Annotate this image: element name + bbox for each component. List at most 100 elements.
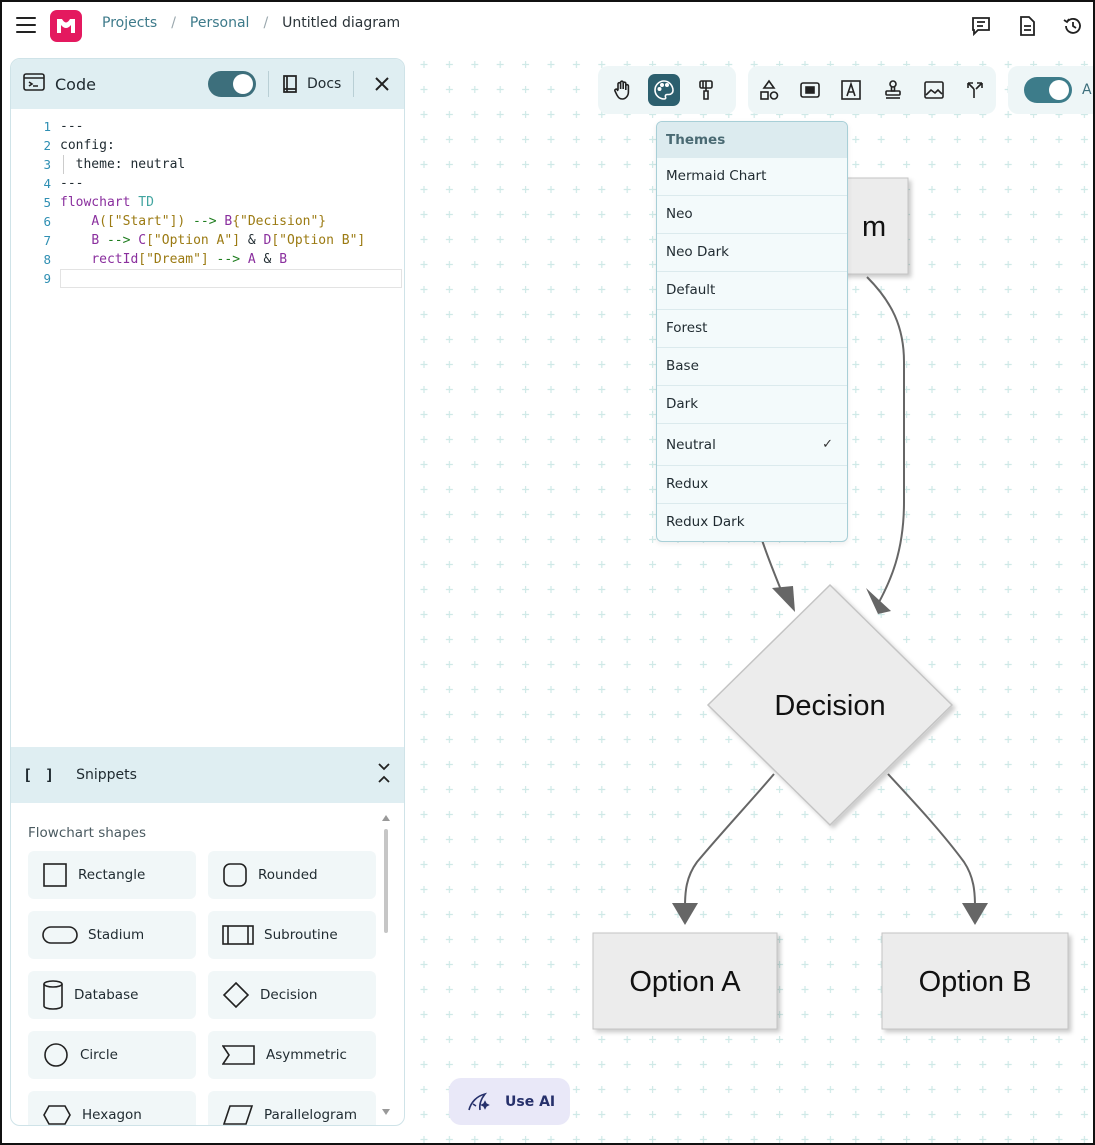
snippet-decision[interactable]: Decision [208, 971, 376, 1019]
hamburger-menu-icon[interactable] [16, 17, 36, 33]
snippet-asymmetric[interactable]: Asymmetric [208, 1031, 376, 1079]
rectangle-icon [43, 863, 67, 887]
dream-node-partial-label: m [862, 211, 886, 243]
code-line: 4--- [43, 176, 84, 191]
use-ai-button[interactable]: Use AI [449, 1078, 570, 1125]
decision-node[interactable] [706, 583, 954, 827]
connector-arrows-icon[interactable] [963, 74, 988, 106]
diagram-title[interactable]: Untitled diagram [282, 15, 401, 31]
snippet-parallelogram[interactable]: Parallelogram [208, 1091, 376, 1125]
code-panel-header: Code Docs [11, 59, 404, 109]
code-panel-title: Code [55, 74, 96, 94]
image-icon[interactable] [921, 74, 946, 106]
snippet-stadium[interactable]: Stadium [28, 911, 196, 959]
snippets-title: Snippets [76, 767, 137, 783]
mermaid-logo-icon[interactable] [50, 10, 82, 42]
snippets-body: Flowchart shapes Rectangle Rounded Stadi… [11, 803, 404, 1125]
parallelogram-icon [222, 1105, 254, 1125]
flowchart-diagram: m Decision Option A Option B [592, 177, 1069, 1030]
code-icon [23, 73, 45, 95]
breadcrumb: Projects / Personal / Untitled diagram [102, 15, 400, 31]
edge-dream-to-decision [866, 276, 905, 605]
code-line: 3 theme: neutral [43, 155, 186, 174]
stamp-icon[interactable] [880, 74, 905, 106]
code-line: 7 B --> C["Option A"] & D["Option B"] [43, 233, 366, 248]
decision-diamond-icon [222, 981, 250, 1009]
theme-option[interactable]: Dark [657, 386, 847, 424]
snippet-subroutine[interactable]: Subroutine [208, 911, 376, 959]
toolbar-group-insert [748, 66, 996, 114]
snippet-hexagon[interactable]: Hexagon [28, 1091, 196, 1125]
snippets-scrollbar[interactable] [382, 815, 390, 1115]
snippet-circle[interactable]: Circle [28, 1031, 196, 1079]
arrowhead [772, 586, 795, 612]
breadcrumb-projects[interactable]: Projects [102, 15, 158, 31]
theme-option[interactable]: Redux Dark [666, 514, 745, 530]
theme-option-selected[interactable]: Neutral✓ [657, 424, 847, 466]
code-line: 6 A(["Start"]) --> B{"Decision"} [43, 214, 327, 229]
theme-option[interactable]: Base [657, 348, 847, 386]
theme-option[interactable]: Neo Dark [657, 234, 847, 272]
option-b-node[interactable] [881, 932, 1069, 1030]
theme-option[interactable]: Forest [657, 310, 847, 348]
close-icon[interactable] [372, 74, 392, 94]
checkmark-icon: ✓ [822, 437, 833, 452]
history-icon[interactable] [1061, 14, 1085, 38]
docs-label: Docs [306, 76, 342, 92]
decision-label: Decision [774, 690, 885, 722]
breadcrumb-separator: / [171, 15, 176, 31]
themes-dropdown-header: Themes [657, 122, 847, 158]
snippet-rounded[interactable]: Rounded [208, 851, 376, 899]
hexagon-icon [43, 1105, 71, 1125]
book-icon [283, 75, 297, 93]
code-toggle[interactable] [207, 71, 256, 97]
collapse-icon[interactable] [376, 761, 392, 789]
comments-icon[interactable] [969, 14, 993, 38]
stadium-icon [42, 926, 78, 944]
snippet-category-label: Flowchart shapes [28, 825, 146, 841]
rounded-rectangle-icon [223, 863, 247, 887]
document-icon[interactable] [1015, 14, 1039, 38]
ai-toggle[interactable] [1024, 77, 1072, 103]
docs-button[interactable]: Docs [281, 74, 341, 94]
theme-option[interactable]: Default [657, 272, 847, 310]
ai-toggle-label: A [1082, 82, 1092, 98]
database-icon [43, 980, 63, 1010]
theme-option[interactable]: Redux [657, 466, 847, 504]
code-line-active[interactable]: 9 [11, 269, 404, 288]
theme-option[interactable]: Neo [657, 196, 847, 234]
asymmetric-icon [222, 1045, 255, 1065]
snippet-rectangle[interactable]: Rectangle [28, 851, 196, 899]
text-icon[interactable] [839, 74, 864, 106]
arrowhead [866, 588, 891, 614]
top-bar: Projects / Personal / Untitled diagram [2, 2, 1093, 50]
snippet-database[interactable]: Database [28, 971, 196, 1019]
toolbar-group-view [598, 66, 736, 114]
theme-palette-icon[interactable] [648, 74, 680, 106]
arrowhead [962, 903, 988, 925]
subroutine-icon [222, 925, 254, 945]
breadcrumb-personal[interactable]: Personal [189, 15, 250, 31]
top-actions [969, 14, 1085, 38]
pan-hand-icon[interactable] [606, 74, 638, 106]
toolbar-group-ai: A [1008, 66, 1095, 114]
shapes-icon[interactable] [756, 74, 781, 106]
snippets-bracket-icon: [ ] [23, 766, 57, 784]
divider [267, 71, 269, 97]
snippets-header[interactable]: [ ] Snippets [11, 747, 404, 803]
edge-decision-to-option-b [887, 773, 976, 908]
circle-icon [44, 1043, 68, 1067]
option-b-label: Option B [919, 966, 1032, 998]
option-a-node[interactable] [592, 932, 778, 1030]
divider [353, 71, 355, 97]
arrowhead [672, 903, 698, 925]
edge-decision-to-option-a [684, 773, 775, 908]
frame-icon[interactable] [797, 74, 822, 106]
theme-option[interactable]: Mermaid Chart [657, 158, 847, 196]
code-line: 1--- [43, 119, 84, 134]
paint-roller-icon[interactable] [690, 74, 722, 106]
